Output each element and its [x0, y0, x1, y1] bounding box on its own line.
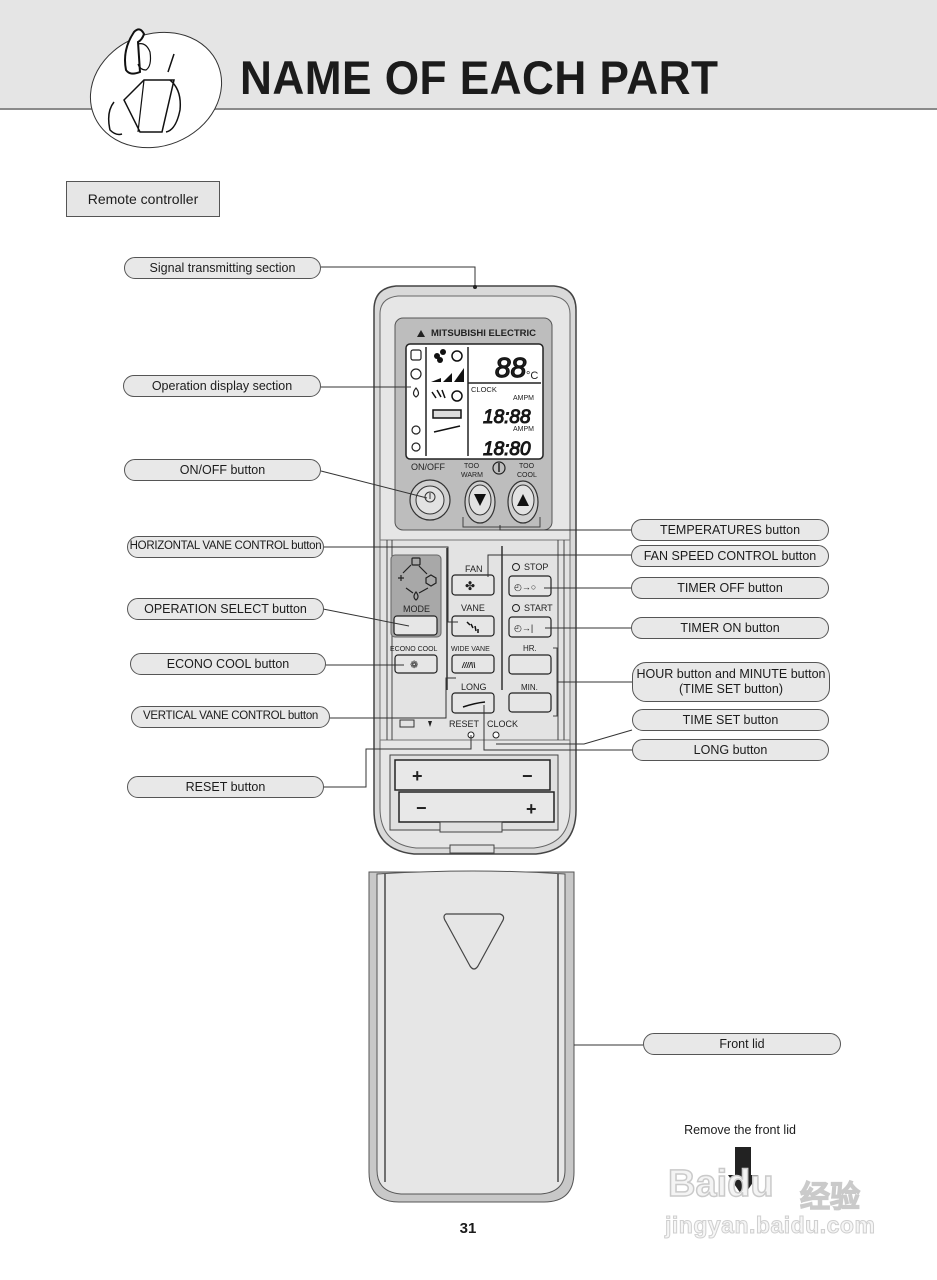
lid-release-triangle-icon — [443, 913, 505, 970]
timer-on-icon: ◴→| — [514, 623, 533, 633]
callout-timer-off-button: TIMER OFF button — [631, 577, 829, 599]
too-warm-label-2: WARM — [461, 472, 483, 479]
battery-indicator-icon — [399, 719, 432, 728]
callout-operation-display-section: Operation display section — [123, 375, 321, 397]
minute-button[interactable] — [508, 692, 552, 713]
clock-button[interactable] — [492, 731, 500, 739]
vane-button[interactable] — [451, 615, 495, 637]
start-label: START — [524, 603, 553, 613]
long-button[interactable] — [451, 692, 495, 714]
callout-fan-speed-control-button: FAN SPEED CONTROL button — [631, 545, 829, 567]
mode-cycle-icon — [398, 557, 437, 601]
battery-top-minus: − — [522, 766, 533, 786]
watermark-brand: Baidu — [667, 1162, 774, 1206]
fan-label: FAN — [465, 564, 483, 574]
section-tab-remote-controller: Remote controller — [66, 181, 220, 217]
lcd-timer-on-time: 18:80 — [483, 439, 531, 460]
too-cool-label-2: COOL — [517, 472, 537, 479]
long-label: LONG — [461, 682, 487, 692]
battery-bottom-plus: + — [526, 799, 537, 819]
front-lid[interactable] — [368, 870, 575, 1203]
mode-button[interactable] — [393, 615, 438, 636]
callout-hour-minute-button: HOUR button and MINUTE button (TIME SET … — [632, 662, 830, 702]
econo-cool-button[interactable] — [394, 654, 438, 674]
callout-reset-button: RESET button — [127, 776, 324, 798]
battery-bottom-minus: − — [416, 798, 427, 818]
timer-off-icon: ◴→○ — [514, 582, 536, 592]
reset-label: RESET — [449, 719, 480, 729]
on-off-label: ON/OFF — [411, 462, 445, 472]
too-cool-up-button[interactable] — [507, 480, 539, 524]
callout-horizontal-vane-control-button: HORIZONTAL VANE CONTROL button — [127, 536, 324, 558]
down-arrow-icon — [728, 1147, 758, 1197]
fan-button[interactable] — [451, 574, 495, 596]
too-warm-down-button[interactable] — [464, 480, 496, 524]
watermark-cn: 经验 — [799, 1180, 860, 1214]
lcd-ampm-label-2: AMPM — [513, 426, 534, 433]
lcd-temperature: 88 — [495, 352, 527, 383]
brand-label: MITSUBISHI ELECTRIC — [431, 328, 536, 339]
lcd-clock-label: CLOCK — [471, 385, 497, 394]
on-off-button[interactable] — [409, 479, 451, 521]
callout-time-set-button: TIME SET button — [632, 709, 829, 731]
lcd-timer-off-time: 18:88 — [483, 407, 531, 428]
page-number: 31 — [459, 1220, 477, 1237]
clock-label: CLOCK — [487, 719, 518, 729]
wide-vane-button[interactable] — [451, 654, 495, 674]
econo-cool-label: ECONO COOL — [390, 646, 438, 653]
lcd-fan-speed-bars-icon — [431, 368, 464, 382]
vane-label: VANE — [461, 603, 485, 613]
lcd-mode-icons — [410, 349, 422, 452]
callout-signal-transmitting-section: Signal transmitting section — [124, 257, 321, 279]
wide-vane-icon: ////\\ — [461, 661, 476, 670]
callout-temperatures-button: TEMPERATURES button — [631, 519, 829, 541]
lcd-fan-icon — [434, 349, 463, 363]
callout-on-off-button: ON/OFF button — [124, 459, 321, 481]
remove-lid-caption: Remove the front lid — [684, 1123, 796, 1137]
min-label: MIN. — [521, 683, 538, 692]
leader-lines — [320, 266, 643, 1046]
page-title: NAME OF EACH PART — [240, 51, 719, 104]
too-cool-label-1: TOO — [519, 463, 535, 470]
callout-front-lid: Front lid — [643, 1033, 841, 1055]
hr-label: HR. — [523, 644, 537, 653]
callout-vertical-vane-control-button: VERTICAL VANE CONTROL button — [131, 706, 330, 728]
callout-econo-cool-button: ECONO COOL button — [130, 653, 326, 675]
timer-on-button[interactable] — [508, 616, 552, 638]
stop-clock-icon — [512, 563, 520, 571]
callout-timer-on-button: TIMER ON button — [631, 617, 829, 639]
callout-operation-select-button: OPERATION SELECT button — [127, 598, 324, 620]
battery-top-plus: + — [412, 766, 423, 786]
watermark-url: jingyan.baidu.com — [664, 1212, 876, 1239]
start-clock-icon — [512, 604, 520, 612]
vane-icon — [466, 621, 479, 633]
fan-icon: ✤ — [465, 579, 475, 593]
stop-label: STOP — [524, 562, 548, 572]
mode-label: MODE — [403, 604, 430, 614]
thermometer-icon — [492, 461, 506, 475]
hour-button[interactable] — [508, 654, 552, 675]
mitsubishi-logo-icon — [417, 330, 425, 337]
lcd-temperature-unit: °C — [526, 370, 538, 382]
long-icon — [462, 701, 486, 708]
lcd-ampm-label-1: AMPM — [513, 395, 534, 402]
timer-off-button[interactable] — [508, 575, 552, 597]
reader-illustration-icon — [89, 28, 223, 149]
lcd-vane-icon — [431, 389, 463, 433]
econo-cool-icon: ❁ — [410, 660, 418, 671]
callout-long-button: LONG button — [632, 739, 829, 761]
wide-vane-label: WIDE VANE — [451, 646, 490, 653]
too-warm-label-1: TOO — [464, 463, 480, 470]
